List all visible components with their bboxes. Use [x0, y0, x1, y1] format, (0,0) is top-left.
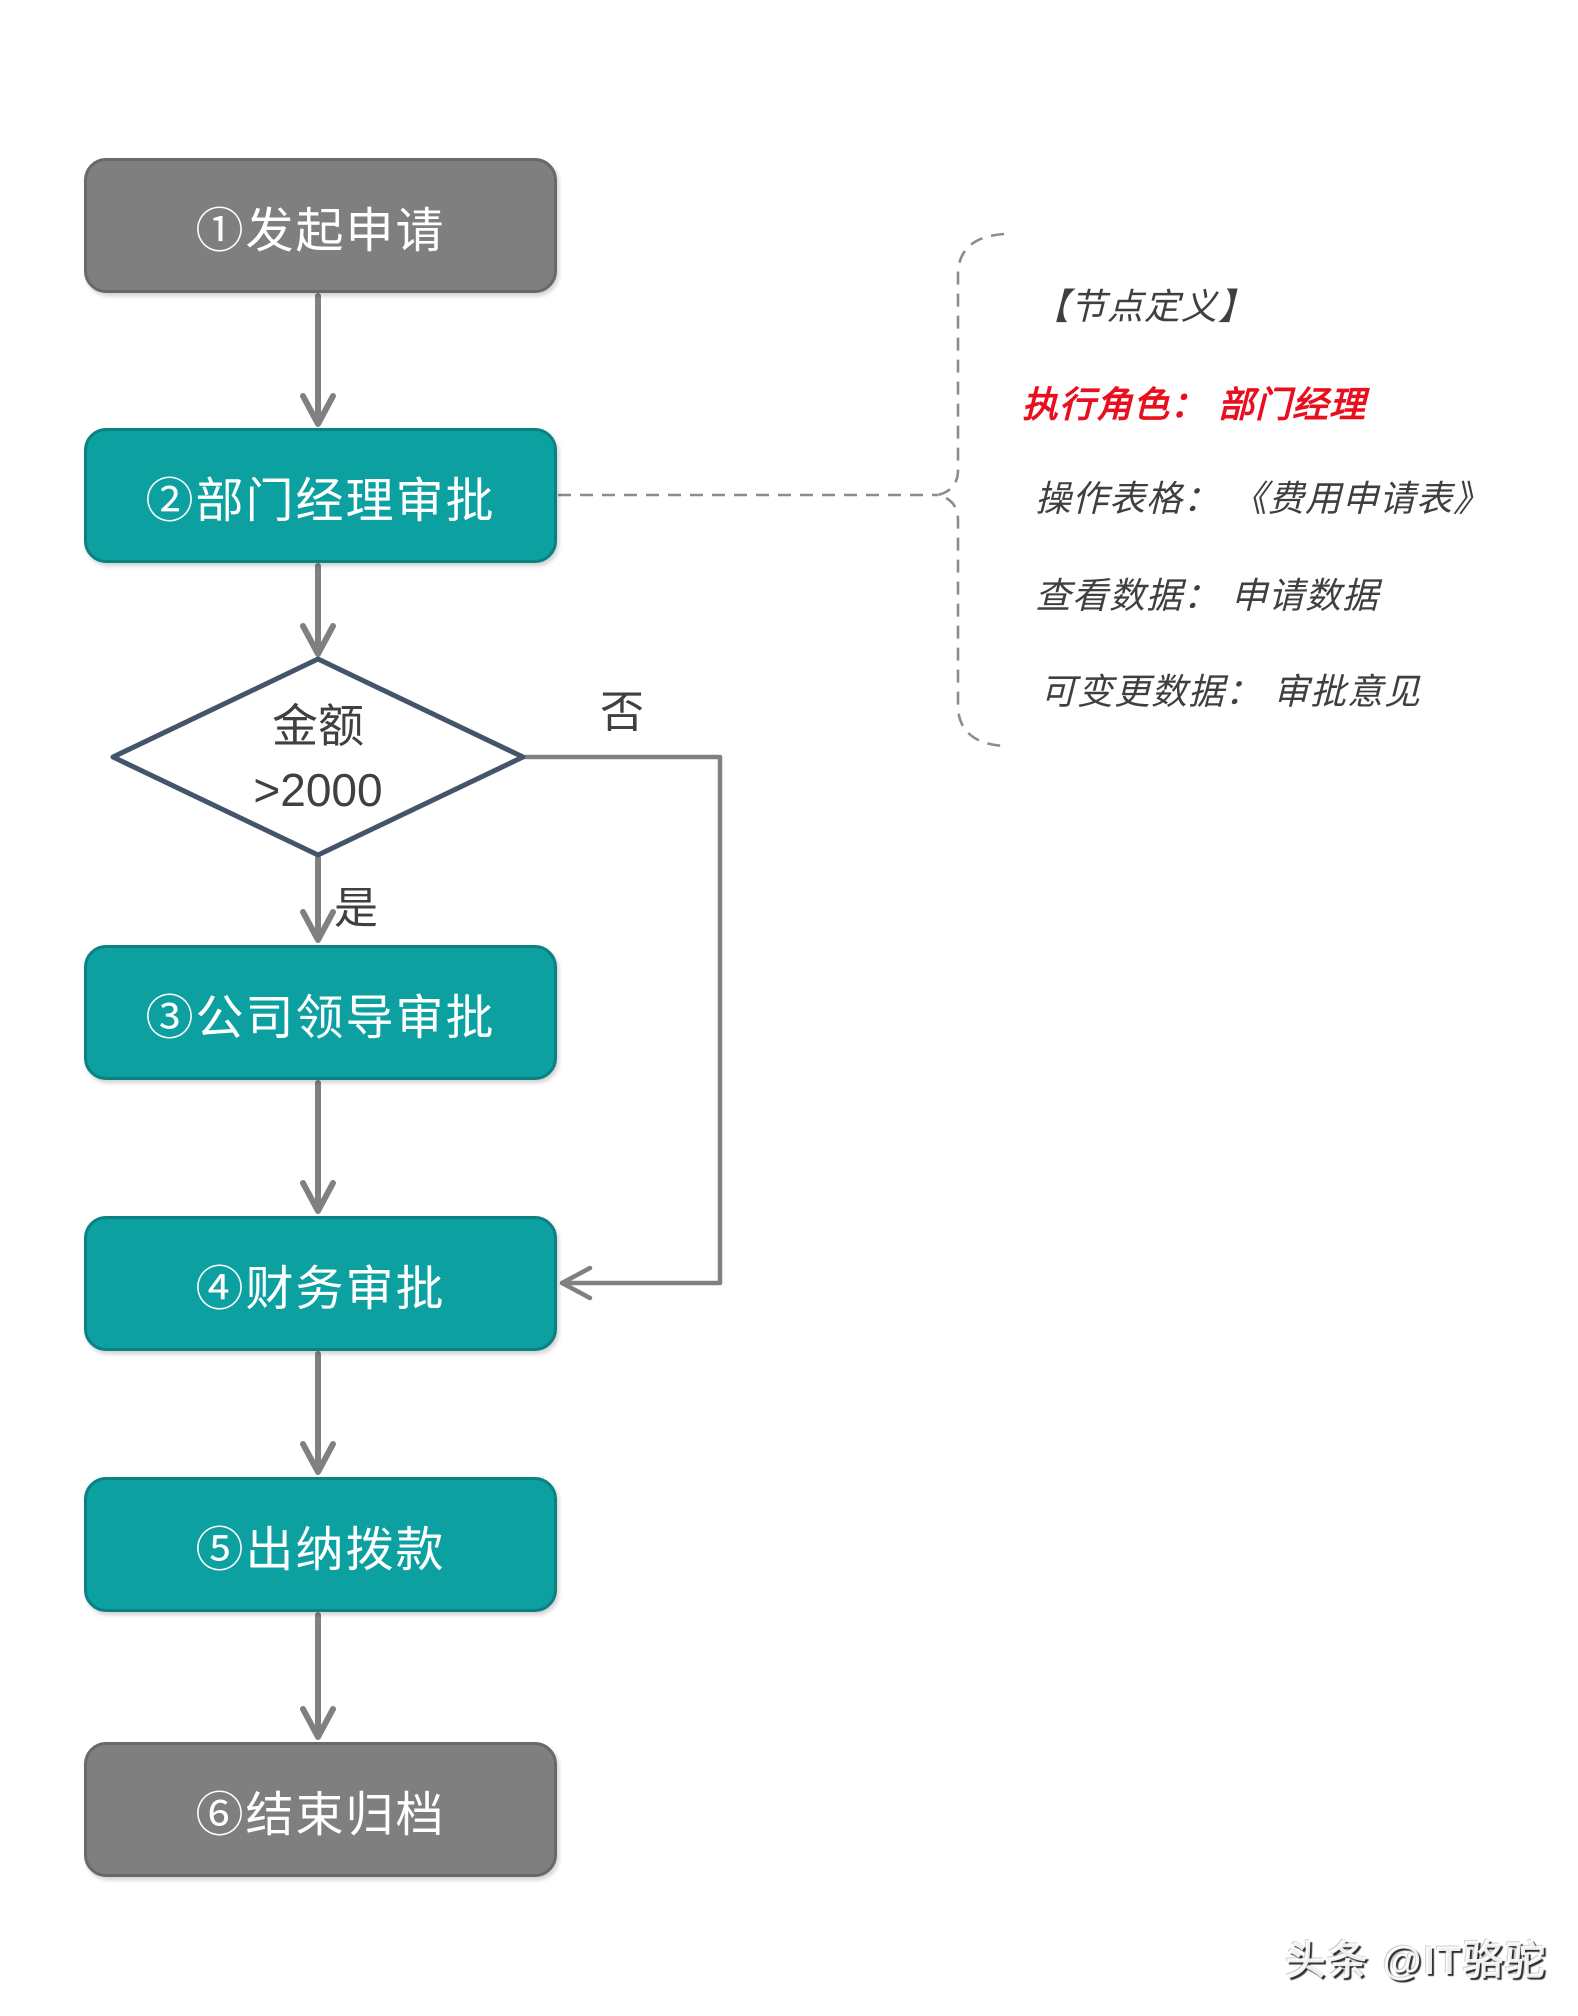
edge-label-no: 否	[600, 688, 644, 737]
decision-label-line1: 金额	[272, 700, 364, 752]
node-cashier-payment: ⑤出纳拨款	[84, 1477, 557, 1612]
annotation-title: 【节点定义】	[1033, 286, 1256, 327]
edge-label-yes: 是	[334, 884, 378, 933]
node-label: ①发起申请	[195, 204, 446, 258]
node-amount-decision-label: 金额 >2000	[193, 694, 443, 822]
arrow-leader-to-finance	[300, 1080, 336, 1214]
node-finance-approval: ④财务审批	[84, 1216, 557, 1351]
node-label: ⑤出纳拨款	[195, 1523, 446, 1577]
annotation-form-line: 操作表格： 《费用申请表》	[1035, 478, 1491, 519]
annotation-view-line: 查看数据： 申请数据	[1035, 575, 1380, 616]
node-leader-approval: ③公司领导审批	[84, 945, 557, 1080]
annotation-role-line: 执行角色： 部门经理	[1022, 384, 1367, 425]
arrow-cashier-to-end	[300, 1612, 336, 1740]
node-label: ③公司领导审批	[145, 991, 496, 1045]
watermark-text: 头条 @IT骆驼	[1285, 1939, 1547, 1983]
arrow-manager-to-decision	[300, 563, 336, 657]
arrow-decision-to-finance-no	[522, 754, 723, 1301]
node-label: ④财务审批	[195, 1262, 446, 1316]
arrow-decision-to-leader-yes	[300, 855, 336, 943]
annotation-editable-line: 可变更数据： 审批意见	[1040, 671, 1422, 712]
arrow-finance-to-cashier	[300, 1351, 336, 1475]
decision-diamond-shape	[110, 656, 526, 858]
arrow-start-to-manager	[300, 293, 336, 427]
decision-label-line2: >2000	[253, 764, 383, 816]
node-start-application: ①发起申请	[84, 158, 557, 293]
annotation-brace-dashed	[937, 232, 1005, 748]
node-label: ⑥结束归档	[195, 1788, 446, 1842]
node-end-archive: ⑥结束归档	[84, 1742, 557, 1877]
node-label: ②部门经理审批	[145, 474, 496, 528]
node-manager-approval: ②部门经理审批	[84, 428, 557, 563]
